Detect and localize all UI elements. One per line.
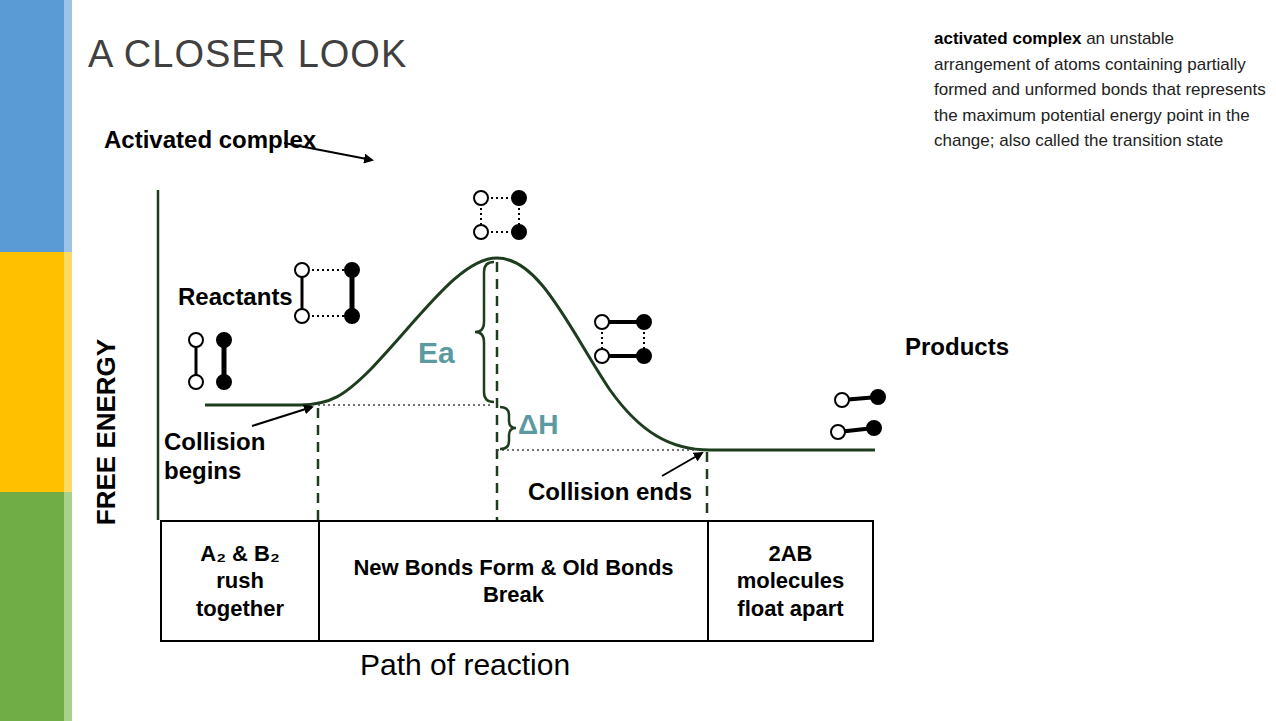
molecule-part [867, 421, 881, 435]
molecule-part [831, 425, 845, 439]
dotted-guide-part [497, 449, 700, 451]
side-bar-part [0, 492, 64, 721]
molecule [189, 191, 885, 439]
energy-curve-part [205, 258, 875, 450]
table-cell: 2AB molecules float apart [707, 520, 874, 642]
side-bar-part [64, 0, 72, 252]
molecule-part [512, 191, 526, 205]
axis-title: Path of reaction [360, 648, 570, 682]
definition-term: activated complex [934, 29, 1081, 48]
enthalpy-label: ΔH [518, 410, 558, 441]
dashed-guide [318, 262, 707, 520]
molecule-part [345, 263, 359, 277]
products-label: Products [905, 333, 1009, 361]
molecule-part [871, 390, 885, 404]
table-cell: New Bonds Form & Old Bonds Break [318, 520, 709, 642]
dotted-guide [318, 405, 700, 450]
dashed-guide-part [706, 452, 709, 520]
pointer-arrow-part [252, 407, 312, 426]
molecule-part [295, 309, 309, 323]
side-bar-part [0, 252, 64, 492]
cell-text: A₂ & B₂ rush together [178, 540, 302, 623]
side-bar-part [0, 0, 64, 252]
reactants-label: Reactants [178, 283, 293, 311]
molecule-part [474, 225, 488, 239]
axis-title: FREE ENERGY [91, 339, 122, 525]
molecule-part [474, 191, 488, 205]
pointer-arrow [252, 143, 702, 476]
molecule-part [217, 333, 231, 347]
cell-text: 2AB molecules float apart [725, 540, 856, 623]
callout-label: Activated complex [104, 126, 316, 154]
molecule-part [189, 375, 203, 389]
molecule-part [595, 349, 609, 363]
cell-text: New Bonds Form & Old Bonds Break [336, 554, 691, 609]
brace-part [500, 407, 516, 449]
side-bar [0, 0, 72, 721]
collision-label: Collision begins [164, 428, 284, 486]
definition-note: activated complex an unstable arrangemen… [934, 26, 1272, 154]
axis-part [157, 190, 160, 520]
side-bar-part [64, 252, 72, 492]
brace [475, 262, 516, 449]
molecule-part [189, 333, 203, 347]
brace-part [475, 262, 494, 402]
molecule-part [217, 375, 231, 389]
activation-energy-label: Ea [418, 336, 455, 370]
energy-curve [205, 258, 875, 450]
molecule-part [295, 263, 309, 277]
side-bar-part [64, 492, 72, 721]
molecule-part [512, 225, 526, 239]
axis [157, 190, 160, 520]
molecule-part [835, 393, 849, 407]
pointer-arrow-part [662, 453, 702, 476]
table-cell: A₂ & B₂ rush together [160, 520, 320, 642]
molecule-part [595, 315, 609, 329]
slide-title: A CLOSER LOOK [88, 34, 407, 76]
dashed-guide-part [317, 408, 320, 520]
collision-label: Collision ends [528, 478, 692, 506]
molecule-part [637, 349, 651, 363]
molecule-part [637, 315, 651, 329]
dotted-guide-part [318, 404, 492, 406]
dashed-guide-part [496, 262, 499, 520]
molecule-part [345, 309, 359, 323]
